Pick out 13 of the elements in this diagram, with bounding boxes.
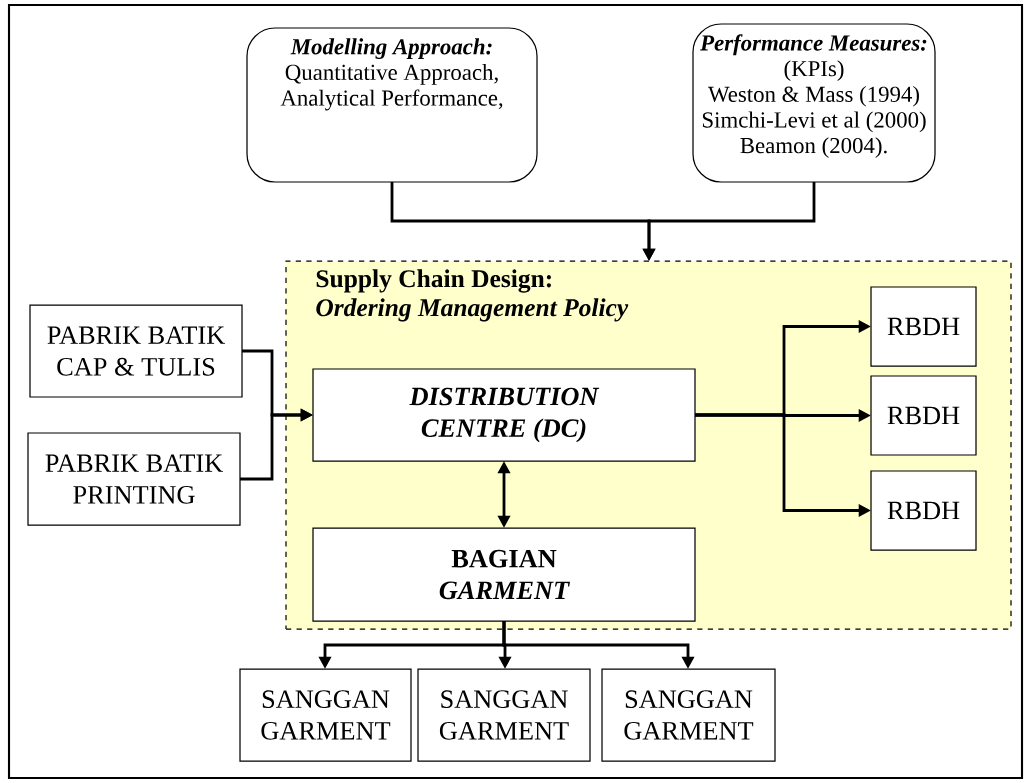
rounded-box: Modelling Approach: Quantitative Approach, Analytical Performance,: [246, 27, 538, 183]
process-box: RBDH: [870, 286, 977, 367]
process-box: SANGGAN GARMENT: [239, 668, 412, 762]
process-box: PABRIK BATIK CAP & TULIS: [29, 304, 243, 398]
process-box: DISTRIBUTION CENTRE (DC): [312, 368, 696, 462]
process-box: SANGGAN GARMENT: [601, 668, 776, 762]
process-box: RBDH: [870, 375, 977, 456]
rounded-box: Performance Measures: (KPIs) Weston & Mass (1994) Simchi-Levi et al (2000) Beamon (2004).: [692, 23, 936, 183]
process-box: BAGIAN GARMENT: [312, 527, 696, 622]
process-box: RBDH: [870, 470, 977, 551]
process-box: PABRIK BATIK PRINTING: [27, 432, 241, 526]
process-box: SANGGAN GARMENT: [417, 668, 591, 762]
region-heading: Supply Chain Design: Ordering Management Policy: [316, 269, 629, 322]
